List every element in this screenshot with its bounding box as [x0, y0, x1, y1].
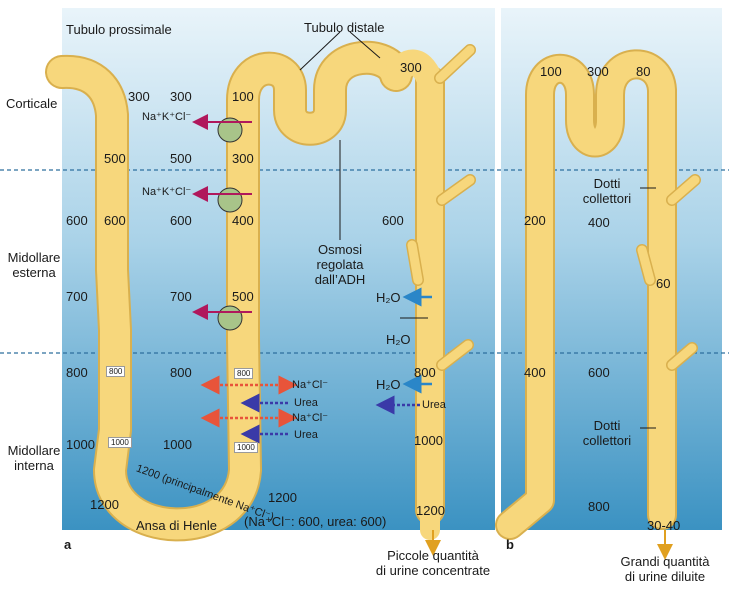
water-label: H₂O: [376, 290, 401, 305]
ansa-label: Ansa di Henle: [136, 518, 217, 533]
osm-value: 500: [104, 151, 126, 166]
panel-b-value: 30-40: [647, 518, 681, 533]
label-tubulo-distale: Tubulo distale: [304, 20, 385, 35]
panel-b-letter: b: [506, 537, 514, 552]
nephron-tubule-a: [45, 40, 413, 542]
osm-value: 600: [104, 213, 126, 228]
osm-value: 800: [66, 365, 88, 380]
panel-b-value: 100: [540, 64, 562, 79]
tag-value: 800: [234, 368, 254, 379]
osm-value: 1200: [90, 497, 119, 512]
interstitial-value: 500: [170, 151, 192, 166]
collecting-value: 1200: [416, 503, 445, 518]
urea-label: Urea: [294, 397, 318, 409]
panel-b-value: 60: [656, 276, 671, 291]
exchange-arrows: [200, 375, 420, 444]
pointer-lines-b: [640, 187, 656, 429]
panel-b-value: 80: [636, 64, 651, 79]
nacl-label: Na⁺Cl⁻: [292, 379, 329, 391]
tag-value: 800: [106, 366, 126, 377]
interstitial-value: 700: [170, 289, 192, 304]
panel-b-value: 300: [587, 64, 609, 79]
collecting-value: 1000: [414, 433, 443, 448]
pump-label: Na⁺K⁺Cl⁻: [142, 111, 192, 123]
pump-icon: [217, 305, 243, 331]
tag-value: 1000: [108, 437, 132, 448]
collecting-value: 800: [414, 365, 436, 380]
label-tubulo-prossimale: Tubulo prossimale: [66, 22, 172, 37]
zone-corticale: Corticale: [6, 96, 58, 111]
osm-value: 600: [66, 213, 88, 228]
asc-value: 300: [232, 151, 254, 166]
collecting-duct-a: [383, 44, 476, 540]
panel-b-value: 400: [588, 215, 610, 230]
bottom-note: (Na⁺Cl⁻: 600, urea: 600): [244, 514, 387, 529]
panel-b-value: 800: [588, 499, 610, 514]
panel-b-value: 200: [524, 213, 546, 228]
collecting-value: 600: [382, 213, 404, 228]
osm-value: 700: [66, 289, 88, 304]
panel-b-value: 400: [524, 365, 546, 380]
osm-value: 300: [128, 89, 150, 104]
tag-value: 1000: [234, 442, 258, 453]
asc-value: 400: [232, 213, 254, 228]
pump-icon: [217, 117, 243, 143]
pointer-lines: [299, 31, 428, 319]
pump-label: Na⁺K⁺Cl⁻: [142, 186, 192, 198]
interstitial-value: 300: [170, 89, 192, 104]
interstitial-value: 1000: [163, 437, 192, 452]
panel-b-value: 600: [588, 365, 610, 380]
asc-value: 500: [232, 289, 254, 304]
urea-label: Urea: [294, 429, 318, 441]
water-label: H₂O: [386, 332, 411, 347]
interstitial-value: 800: [170, 365, 192, 380]
asc-value: 100: [232, 89, 254, 104]
nacl-label: Na⁺Cl⁻: [292, 412, 329, 424]
pump-icons: [192, 114, 252, 331]
panel-a-letter: a: [64, 537, 72, 552]
interstitial-value: 600: [170, 213, 192, 228]
water-label: H₂O: [376, 377, 401, 392]
urea-label: Urea: [422, 399, 446, 411]
osm-value: 1000: [66, 437, 95, 452]
nephron-tubule-b: [495, 49, 701, 540]
water-arrows: [402, 287, 432, 394]
collecting-value: 300: [400, 60, 422, 75]
interstitial-value: 1200: [268, 490, 297, 505]
pump-icon: [217, 187, 243, 213]
